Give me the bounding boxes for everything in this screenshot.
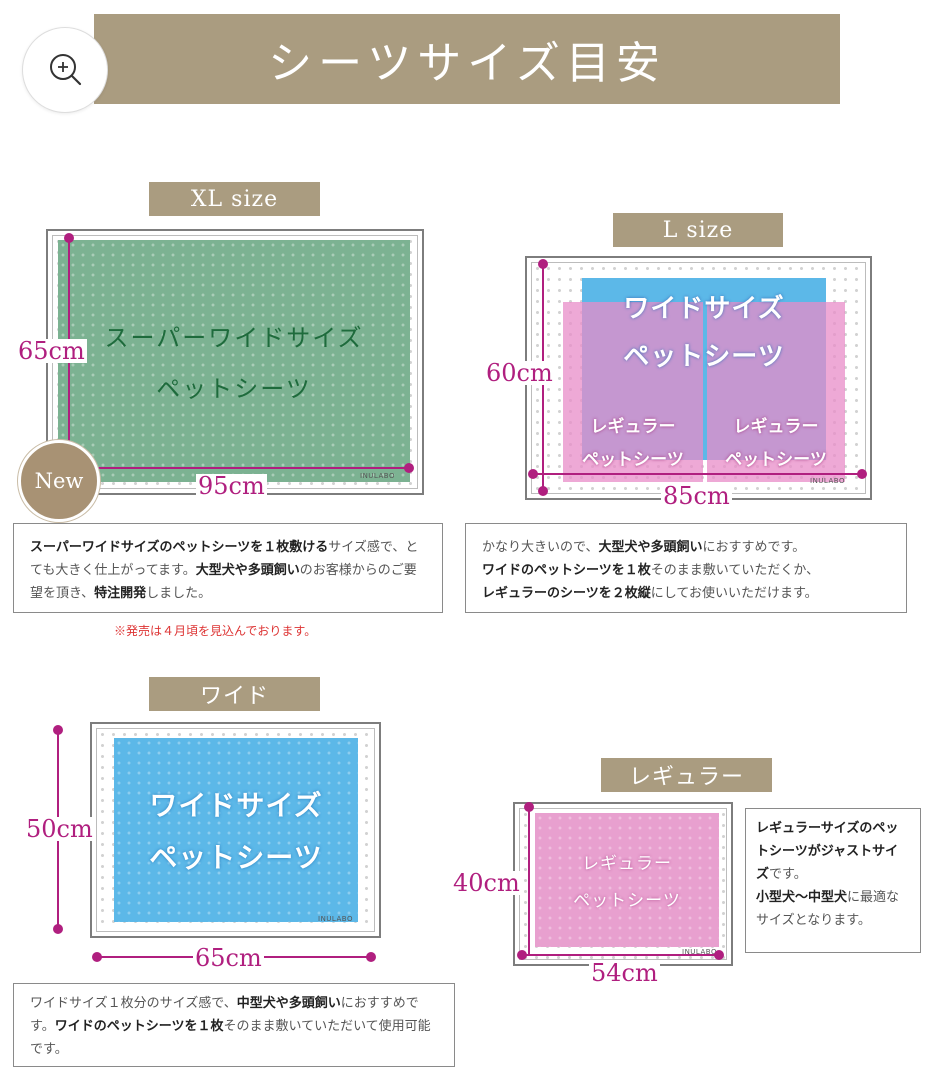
regular-desc-bold-1: レギュラーサイズのペットシーツがジャストサイズ [756, 821, 899, 882]
wide-sheet-label-line2: ペットシーツ [149, 841, 323, 874]
wide-width-dimension: 65cm [193, 944, 264, 972]
l-desc-text-5: そのまま敷いていただくか、 [650, 563, 820, 578]
regular-height-dimension: 40cm [451, 869, 522, 897]
l-desc-text-3: におすすめです。 [702, 540, 806, 555]
wide-desc-text-5: そのまま敷いていただいて使用可能です。 [30, 1019, 431, 1057]
l-height-dimension: 60cm [484, 359, 555, 387]
regular-inulabo-logo: INULABO [682, 948, 717, 956]
xl-size-label: XL size [149, 182, 320, 216]
xl-inulabo-logo: INULABO [360, 472, 395, 480]
wide-sheet-label-line1: ワイドサイズ [149, 789, 323, 822]
l-width-dimension: 85cm [661, 482, 732, 510]
l-desc-text-1: かなり大きいので、 [482, 540, 599, 555]
l-wide-label-line2: ペットシーツ [623, 342, 785, 372]
wide-sheet: ワイドサイズ ペットシーツ [114, 738, 358, 922]
xl-width-dimension: 95cm [196, 472, 267, 500]
l-desc-bold-6: レギュラーのシーツを２枚縦 [482, 586, 651, 601]
wide-description: ワイドサイズ１枚分のサイズ感で、中型犬や多頭飼いにおすすめです。ワイドのペットシ… [13, 983, 455, 1067]
wide-desc-bold-4: ワイドのペットシーツを１枚 [54, 1019, 224, 1034]
regular-sheet: レギュラー ペットシーツ [535, 813, 719, 947]
regular-description: レギュラーサイズのペットシーツがジャストサイズです。 小型犬〜中型犬に最適なサイ… [745, 808, 921, 953]
l-regular-sheet-left [563, 302, 703, 482]
wide-desc-text-1: ワイドサイズ１枚分のサイズ感で、 [30, 996, 237, 1011]
l-wide-label-line1: ワイドサイズ [623, 294, 785, 324]
l-regular-sheet-right [707, 302, 845, 482]
xl-desc-bold-3: 大型犬や多頭飼い [195, 563, 300, 578]
l-desc-bold-4: ワイドのペットシーツを１枚 [482, 563, 651, 578]
new-badge: New [18, 440, 100, 522]
regular-desc-text-2: です。 [769, 867, 807, 882]
zoom-in-icon [50, 54, 82, 86]
l-inulabo-logo: INULABO [810, 477, 845, 485]
l-regular-left-label-line1: レギュラー [590, 417, 676, 437]
wide-desc-text-3: におすすめです。 [30, 996, 419, 1034]
l-regular-left-label-line2: ペットシーツ [582, 450, 684, 470]
release-note: ※発売は４月頃を見込んでおります。 [114, 624, 317, 638]
regular-label: レギュラー [601, 758, 772, 792]
page-title: シーツサイズ目安 [268, 38, 666, 89]
xl-desc-bold-5: 特注開発 [94, 586, 147, 601]
wide-label: ワイド [149, 677, 320, 711]
xl-desc-text-2: サイズ感で、とても大きく仕上がってます。 [30, 540, 419, 578]
l-size-label: L size [613, 213, 783, 247]
xl-description: スーパーワイドサイズのペットシーツを１枚敷けるサイズ感で、とても大きく仕上がって… [13, 523, 443, 613]
xl-desc-text-6: しました。 [146, 586, 212, 601]
regular-sheet-label-line1: レギュラー [582, 854, 672, 874]
xl-super-wide-sheet: スーパーワイドサイズ ペットシーツ [58, 240, 410, 482]
wide-desc-bold-2: 中型犬や多頭飼い [236, 996, 341, 1011]
zoom-button[interactable] [22, 27, 108, 113]
l-desc-bold-2: 大型犬や多頭飼い [598, 540, 703, 555]
l-regular-right-label-line1: レギュラー [733, 417, 819, 437]
xl-sheet-label-line1: スーパーワイドサイズ [104, 324, 364, 352]
regular-desc-bold-3: 小型犬〜中型犬 [756, 890, 848, 905]
l-regular-right-label-line2: ペットシーツ [725, 450, 827, 470]
xl-desc-bold-1: スーパーワイドサイズのペットシーツを１枚敷ける [30, 540, 329, 555]
wide-height-dimension: 50cm [24, 815, 95, 843]
l-desc-text-7: にしてお使いいただけます。 [650, 586, 818, 601]
regular-desc-text-4: に最適なサイズとなります。 [756, 890, 900, 928]
wide-inulabo-logo: INULABO [318, 915, 353, 923]
header-bar [94, 14, 840, 104]
xl-height-dimension: 65cm [16, 337, 87, 365]
xl-desc-text-4: のお客様からのご要望を頂き、 [30, 563, 417, 601]
regular-width-dimension: 54cm [589, 959, 660, 987]
regular-sheet-label-line2: ペットシーツ [573, 891, 681, 911]
l-description: かなり大きいので、大型犬や多頭飼いにおすすめです。 ワイドのペットシーツを１枚そ… [465, 523, 907, 613]
xl-sheet-label-line2: ペットシーツ [156, 375, 312, 403]
